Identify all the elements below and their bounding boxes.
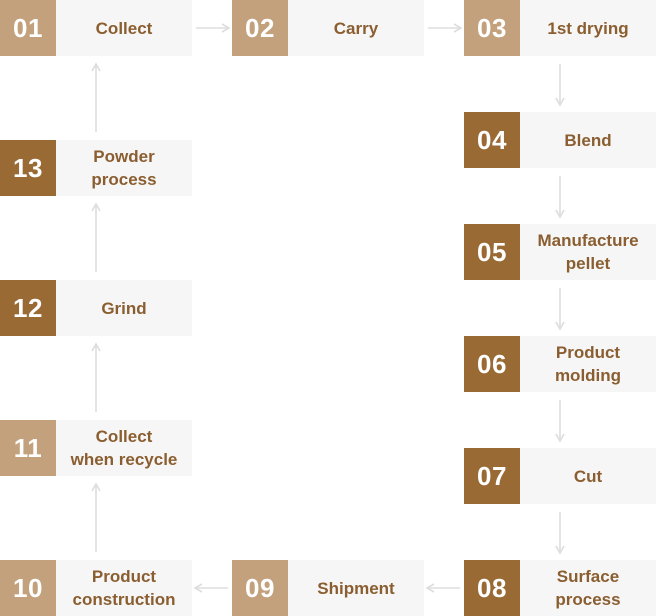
step-number: 03 <box>464 0 520 56</box>
step-number: 01 <box>0 0 56 56</box>
step-label: Blend <box>520 112 656 168</box>
step-number: 13 <box>0 140 56 196</box>
step-label: Powder process <box>56 140 192 196</box>
step-label: Product construction <box>56 560 192 616</box>
step-04: 04 Blend <box>464 112 656 168</box>
step-number: 05 <box>464 224 520 280</box>
step-03: 03 1st drying <box>464 0 656 56</box>
step-number: 07 <box>464 448 520 504</box>
step-09: 09 Shipment <box>232 560 424 616</box>
step-11: 11 Collect when recycle <box>0 420 192 476</box>
step-number: 12 <box>0 280 56 336</box>
step-label: Surface process <box>520 560 656 616</box>
step-12: 12 Grind <box>0 280 192 336</box>
step-02: 02 Carry <box>232 0 424 56</box>
step-label: Shipment <box>288 560 424 616</box>
step-10: 10 Product construction <box>0 560 192 616</box>
step-label: 1st drying <box>520 0 656 56</box>
step-label: Manufacture pellet <box>520 224 656 280</box>
step-label: Carry <box>288 0 424 56</box>
step-number: 06 <box>464 336 520 392</box>
step-number: 11 <box>0 420 56 476</box>
step-label: Product molding <box>520 336 656 392</box>
step-05: 05 Manufacture pellet <box>464 224 656 280</box>
step-number: 04 <box>464 112 520 168</box>
step-number: 02 <box>232 0 288 56</box>
step-13: 13 Powder process <box>0 140 192 196</box>
step-label: Collect when recycle <box>56 420 192 476</box>
step-label: Cut <box>520 448 656 504</box>
step-08: 08 Surface process <box>464 560 656 616</box>
step-label: Collect <box>56 0 192 56</box>
step-01: 01 Collect <box>0 0 192 56</box>
step-07: 07 Cut <box>464 448 656 504</box>
step-number: 09 <box>232 560 288 616</box>
step-label: Grind <box>56 280 192 336</box>
step-06: 06 Product molding <box>464 336 656 392</box>
step-number: 08 <box>464 560 520 616</box>
step-number: 10 <box>0 560 56 616</box>
